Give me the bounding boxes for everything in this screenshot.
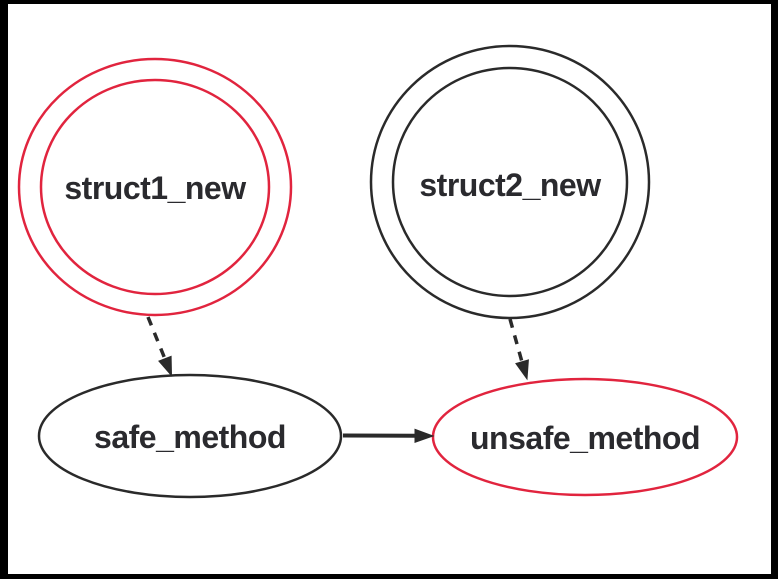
safe-method-ellipse (37, 373, 343, 499)
edge-struct2-to-unsafe (508, 318, 529, 381)
node-safe-method: safe_method (37, 373, 343, 499)
node-unsafe-method: unsafe_method (431, 377, 739, 497)
diagram-canvas: struct1_new struct2_new safe_method unsa… (8, 4, 771, 574)
unsafe-method-ellipse (431, 377, 739, 497)
edge-safe-to-unsafe (342, 428, 435, 444)
edge-struct1-to-safe-line (146, 316, 167, 360)
safe-method-label: safe_method (94, 419, 286, 455)
struct1-inner-circle (39, 78, 271, 296)
edge-struct1-to-safe (146, 316, 173, 377)
struct1-label: struct1_new (64, 170, 246, 206)
node-struct1-new: struct1_new (17, 57, 293, 317)
edge-struct2-to-unsafe-line (508, 318, 524, 363)
struct2-label: struct2_new (419, 167, 601, 203)
unsafe-method-label: unsafe_method (470, 420, 700, 456)
graph-svg: struct1_new struct2_new safe_method unsa… (17, 44, 739, 499)
struct2-inner-circle (391, 66, 629, 298)
edge-struct2-to-unsafe-arrowhead (515, 359, 529, 381)
node-struct2-new: struct2_new (369, 44, 651, 320)
edge-struct1-to-safe-arrowhead (158, 355, 173, 377)
struct1-outer-circle (17, 57, 293, 317)
struct2-outer-circle (369, 44, 651, 320)
edge-safe-to-unsafe-arrowhead (414, 428, 435, 444)
